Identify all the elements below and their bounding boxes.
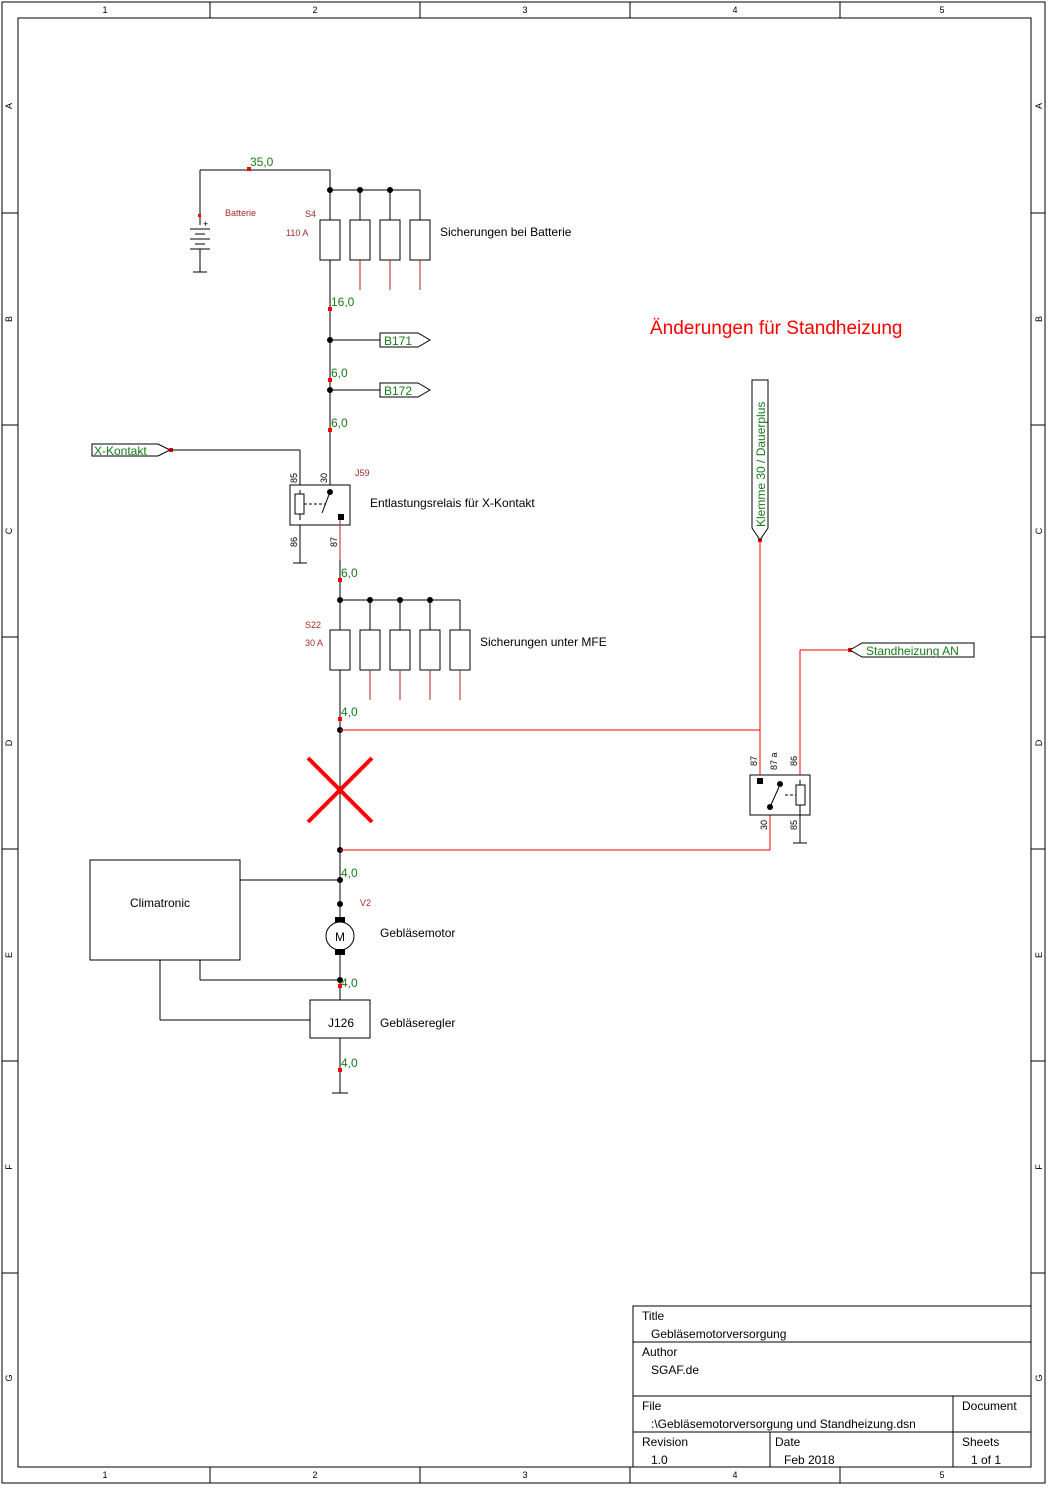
- relay-j59-pin-30: 30: [319, 473, 329, 483]
- motor-ref: V2: [360, 898, 371, 908]
- relay-j59-pin-87: 87: [329, 537, 339, 547]
- port-b172-label: B172: [384, 384, 412, 398]
- wire-size-6-a: 6,0: [331, 366, 348, 380]
- battery-symbol: +: [190, 169, 330, 273]
- title-block-sheets-value: 1 of 1: [971, 1453, 1001, 1467]
- wire-size-6-c: 6,0: [341, 566, 358, 580]
- fuse-rating-30a: 30 A: [305, 638, 323, 648]
- title-block-title-label: Title: [642, 1309, 665, 1323]
- wire-junction-marker: [247, 167, 251, 171]
- relay-j59: [289, 484, 351, 564]
- new-wiring-standheizung: [340, 538, 852, 851]
- climatronic-wiring: [159, 879, 340, 1021]
- frame-col-4-bottom: 4: [732, 1470, 737, 1480]
- port-x-kontakt: [91, 443, 172, 457]
- wire-cut-marker: [306, 756, 374, 824]
- port-b171: [379, 332, 431, 348]
- port-klemme-30-label: Klemme 30 / Dauerplus: [754, 402, 768, 527]
- regulator-ref: J126: [328, 1016, 354, 1030]
- drawing-frame: [1, 1, 1046, 1484]
- frame-col-5-bottom: 5: [939, 1470, 944, 1480]
- relay-sh-pin-87a: 87 a: [769, 752, 779, 770]
- wire-size-4-d: 4,0: [341, 1056, 358, 1070]
- relay-sh-pin-30: 30: [759, 820, 769, 830]
- title-block-author-label: Author: [642, 1345, 677, 1359]
- frame-row-c-left: C: [4, 527, 14, 534]
- frame-row-f-right: F: [1034, 1164, 1044, 1170]
- title-block: [632, 1305, 1032, 1468]
- fuse-ref-s4: S4: [305, 209, 316, 219]
- title-block-file-value: :\Gebläsemotorversorgung und Standheizun…: [651, 1417, 916, 1431]
- frame-row-c-right: C: [1034, 527, 1044, 534]
- fuse-bank-battery-label: Sicherungen bei Batterie: [440, 225, 572, 239]
- main-supply-wire-upper: [327, 260, 380, 490]
- frame-col-3-top: 3: [522, 5, 527, 15]
- climatronic-box: [89, 859, 241, 961]
- battery-label: Batterie: [225, 208, 256, 218]
- title-block-title-value: Gebläsemotorversorgung: [651, 1327, 786, 1341]
- port-standheizung-an-label: Standheizung AN: [866, 644, 959, 658]
- frame-row-e-left: E: [4, 952, 14, 958]
- port-x-kontakt-label: X-Kontakt: [94, 444, 147, 458]
- motor-label: Gebläsemotor: [380, 926, 455, 940]
- frame-row-b-left: B: [4, 316, 14, 322]
- relay-j59-pin-86: 86: [289, 537, 299, 547]
- wire-size-4-b: 4,0: [341, 866, 358, 880]
- port-standheizung-an: [849, 642, 975, 658]
- motor-symbol: M: [335, 930, 345, 944]
- title-block-document-label: Document: [962, 1399, 1017, 1413]
- relay-sh-pin-87: 87: [749, 756, 759, 766]
- fuse-rating-110a: 110 A: [286, 228, 308, 238]
- wire-size-16: 16,0: [331, 295, 355, 309]
- frame-row-b-right: B: [1034, 316, 1044, 322]
- relay-j59-label: Entlastungsrelais für X-Kontakt: [370, 496, 535, 510]
- title-block-date-label: Date: [775, 1435, 801, 1449]
- frame-row-a-right: A: [1034, 103, 1044, 109]
- title-block-file-label: File: [642, 1399, 662, 1413]
- title-block-author-value: SGAF.de: [651, 1363, 699, 1377]
- port-klemme-30: [751, 379, 769, 541]
- relay-sh-pin-86: 86: [789, 756, 799, 766]
- blower-motor: [325, 917, 355, 1000]
- frame-row-g-right: G: [1034, 1374, 1044, 1381]
- fuse-ref-s22: S22: [305, 620, 321, 630]
- title-block-revision-value: 1.0: [651, 1453, 668, 1467]
- wire-size-6-b: 6,0: [331, 416, 348, 430]
- fuse-bank-mfe: [329, 560, 471, 700]
- fuse-bank-battery: [319, 170, 431, 290]
- relay-standheizung: [749, 774, 811, 844]
- frame-col-2-top: 2: [312, 5, 317, 15]
- svg-text:+: +: [203, 219, 208, 229]
- frame-col-5-top: 5: [939, 5, 944, 15]
- title-block-sheets-label: Sheets: [962, 1435, 999, 1449]
- frame-row-f-left: F: [4, 1164, 14, 1170]
- frame-row-d-left: D: [4, 739, 14, 746]
- frame-row-a-left: A: [4, 103, 14, 109]
- wire-size-4-c: 4,0: [341, 976, 358, 990]
- frame-col-2-bottom: 2: [312, 1470, 317, 1480]
- climatronic-label: Climatronic: [130, 896, 190, 910]
- title-block-revision-label: Revision: [642, 1435, 688, 1449]
- regulator-label: Gebläseregler: [380, 1016, 455, 1030]
- fuse-bank-mfe-label: Sicherungen unter MFE: [480, 635, 607, 649]
- frame-col-3-bottom: 3: [522, 1470, 527, 1480]
- frame-row-g-left: G: [4, 1374, 14, 1381]
- regulator-ground: [332, 1038, 348, 1094]
- relay-sh-pin-85: 85: [789, 820, 799, 830]
- relay-j59-pin-85: 85: [289, 473, 299, 483]
- title-block-date-value: Feb 2018: [784, 1453, 835, 1467]
- frame-col-1-top: 1: [102, 5, 107, 15]
- frame-row-d-right: D: [1034, 739, 1044, 746]
- wire-size-35: 35,0: [250, 155, 274, 169]
- frame-col-1-bottom: 1: [102, 1470, 107, 1480]
- wire-size-4-a: 4,0: [341, 705, 358, 719]
- port-b171-label: B171: [384, 334, 412, 348]
- frame-row-e-right: E: [1034, 952, 1044, 958]
- port-b172: [379, 382, 431, 398]
- relay-j59-ref: J59: [355, 468, 370, 478]
- change-annotation-title: Änderungen für Standheizung: [650, 318, 902, 339]
- frame-col-4-top: 4: [732, 5, 737, 15]
